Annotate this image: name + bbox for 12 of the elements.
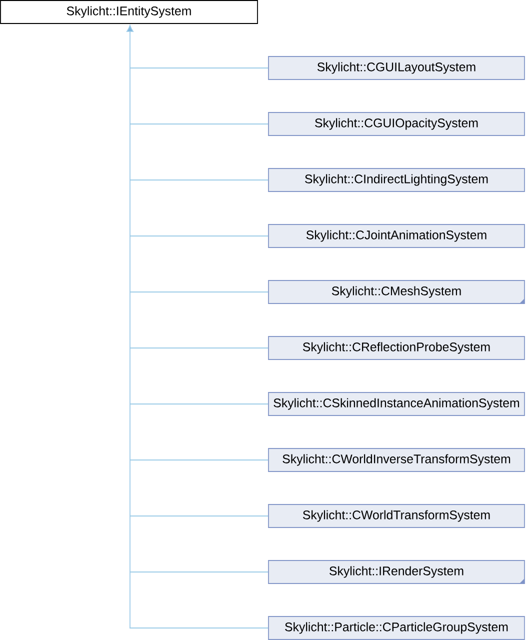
class-box: Skylicht::CReflectionProbeSystem bbox=[268, 336, 525, 360]
class-box: Skylicht::CJointAnimationSystem bbox=[268, 224, 525, 248]
class-box: Skylicht::CWorldInverseTransformSystem bbox=[268, 448, 525, 472]
class-box: Skylicht::CWorldTransformSystem bbox=[268, 504, 525, 528]
class-box: Skylicht::CSkinnedInstanceAnimationSystem bbox=[268, 392, 525, 416]
class-box: Skylicht::IEntitySystem bbox=[0, 0, 258, 24]
class-box: Skylicht::Particle::CParticleGroupSystem bbox=[268, 616, 525, 640]
class-box: Skylicht::CGUILayoutSystem bbox=[268, 56, 525, 80]
class-box: Skylicht::CIndirectLightingSystem bbox=[268, 168, 525, 192]
class-box: Skylicht::CGUIOpacitySystem bbox=[268, 112, 525, 136]
class-box: Skylicht::CMeshSystem bbox=[268, 280, 525, 304]
class-box: Skylicht::IRenderSystem bbox=[268, 560, 525, 584]
